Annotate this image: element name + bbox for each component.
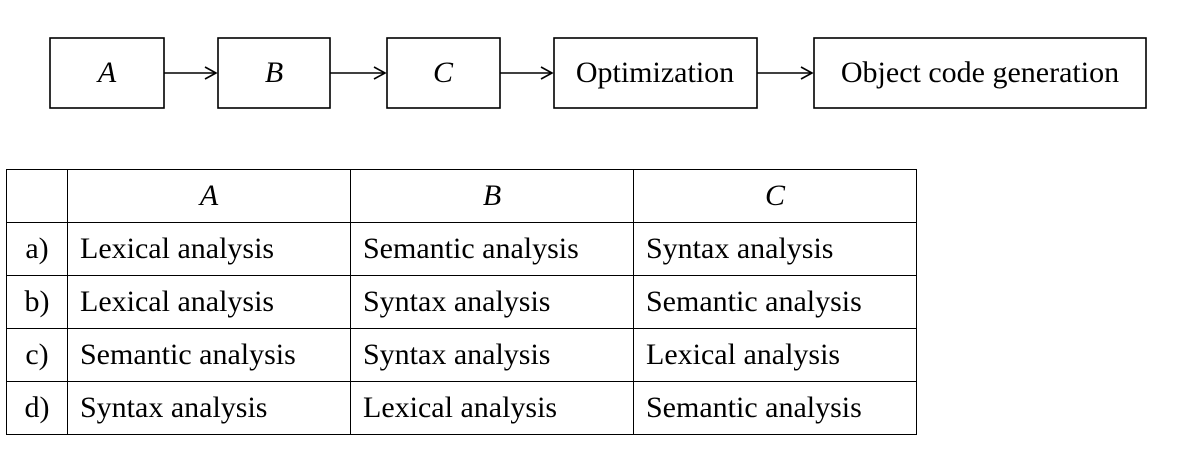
phase-box-optimization-label: Optimization: [576, 56, 734, 89]
table-row-option-d[interactable]: d) Syntax analysis Lexical analysis Sema…: [6, 381, 917, 435]
option-label: a): [6, 222, 68, 276]
table-header-row: A B C: [6, 169, 917, 223]
phase-box-object-code-generation: Object code generation: [813, 37, 1147, 109]
phase-box-b: B: [217, 37, 331, 109]
phase-box-a-label: A: [96, 56, 117, 89]
table-row-option-a[interactable]: a) Lexical analysis Semantic analysis Sy…: [6, 222, 917, 276]
column-header-a: A: [67, 169, 351, 223]
cell-a: Lexical analysis: [67, 222, 351, 276]
cell-b: Semantic analysis: [350, 222, 634, 276]
cell-b: Syntax analysis: [350, 275, 634, 329]
phase-box-object-code-generation-label: Object code generation: [841, 56, 1119, 89]
phase-box-b-label: B: [265, 56, 283, 89]
table-row-option-b[interactable]: b) Lexical analysis Syntax analysis Sema…: [6, 275, 917, 329]
phase-box-c: C: [386, 37, 501, 109]
table-corner-cell: [6, 169, 68, 223]
column-header-c: C: [633, 169, 917, 223]
cell-b: Lexical analysis: [350, 381, 634, 435]
cell-a: Lexical analysis: [67, 275, 351, 329]
cell-a: Semantic analysis: [67, 328, 351, 382]
cell-c: Syntax analysis: [633, 222, 917, 276]
phase-box-c-label: C: [433, 56, 454, 89]
phase-box-a: A: [49, 37, 165, 109]
cell-c: Lexical analysis: [633, 328, 917, 382]
cell-b: Syntax analysis: [350, 328, 634, 382]
column-header-b: B: [350, 169, 634, 223]
table-row-option-c[interactable]: c) Semantic analysis Syntax analysis Lex…: [6, 328, 917, 382]
answer-options-table: A B C a) Lexical analysis Semantic analy…: [6, 169, 917, 435]
compiler-phase-flow: A B C Optimization Object code generatio…: [49, 37, 1147, 109]
phase-box-optimization: Optimization: [553, 37, 758, 109]
cell-c: Semantic analysis: [633, 275, 917, 329]
option-label: d): [6, 381, 68, 435]
option-label: c): [6, 328, 68, 382]
cell-c: Semantic analysis: [633, 381, 917, 435]
option-label: b): [6, 275, 68, 329]
cell-a: Syntax analysis: [67, 381, 351, 435]
